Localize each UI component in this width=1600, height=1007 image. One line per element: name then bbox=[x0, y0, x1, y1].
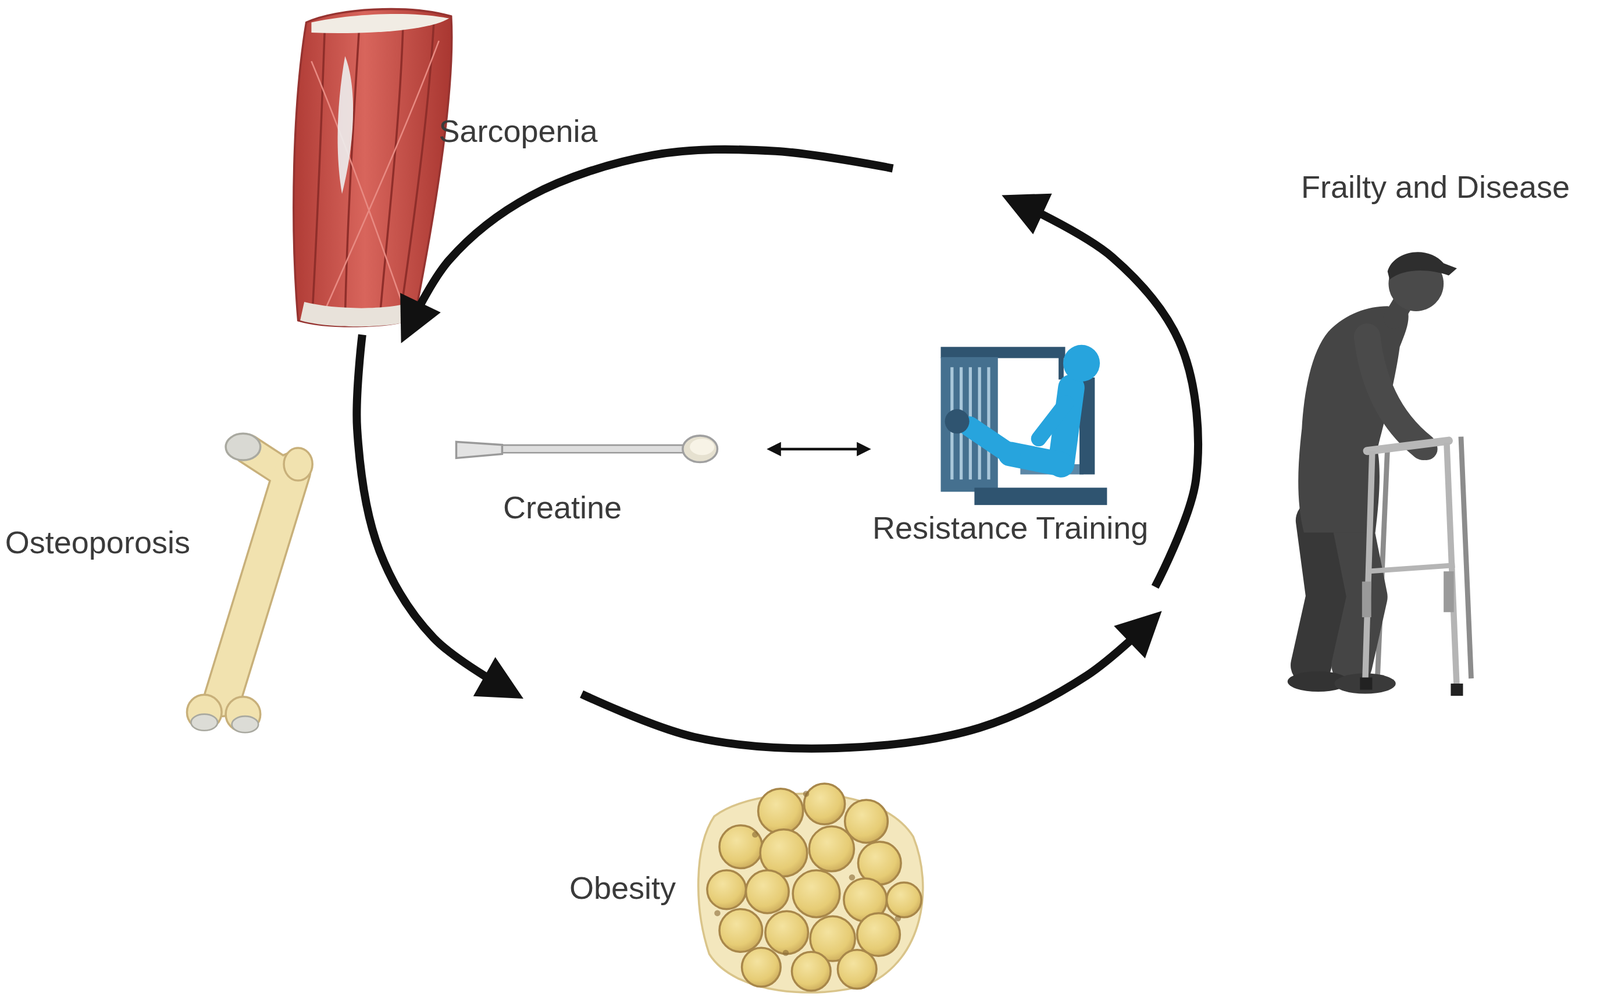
creatine-spatula-illustration-part bbox=[689, 438, 715, 455]
elderly-walker-illustration-part bbox=[1367, 565, 1456, 572]
node-text-group: Obesity bbox=[569, 871, 676, 905]
condition-node: Osteoporosis bbox=[0, 428, 327, 735]
cycle-arrow bbox=[405, 149, 1199, 587]
fat-cells-illustration-part-part bbox=[746, 870, 790, 914]
leg-extension-machine-icon-part bbox=[974, 487, 1107, 505]
fat-cells-illustration bbox=[698, 783, 924, 993]
node-label: Creatine bbox=[503, 490, 622, 525]
cycle-arrow bbox=[581, 617, 1156, 748]
elderly-walker-illustration-part bbox=[1365, 450, 1373, 686]
fat-cells-illustration-part-part bbox=[707, 870, 747, 910]
connector-group bbox=[766, 442, 871, 457]
femur-bone-illustration-part bbox=[222, 471, 292, 698]
fat-cells-illustration-part-part bbox=[714, 909, 721, 917]
fat-cells-illustration-part-part bbox=[886, 882, 922, 918]
fat-cells-illustration-part-part bbox=[719, 909, 763, 953]
node-label: Resistance Training bbox=[872, 511, 1149, 545]
fat-cells-illustration-part bbox=[698, 793, 924, 993]
condition-node: Frailty and Disease bbox=[1155, 163, 1600, 705]
thigh-muscle-illustration-part bbox=[326, 40, 440, 306]
leg-extension-machine-icon-part bbox=[1058, 357, 1064, 380]
node-label: Obesity bbox=[569, 871, 676, 905]
femur-bone-illustration-part bbox=[225, 433, 261, 461]
femur-bone-illustration-part bbox=[232, 715, 259, 733]
femur-bone-illustration-part bbox=[283, 447, 313, 481]
fat-cells-illustration-part-part bbox=[782, 949, 790, 957]
node-text-group: Frailty and Disease bbox=[1301, 170, 1570, 204]
fat-cells-illustration-part-part bbox=[837, 949, 877, 989]
arrowhead bbox=[856, 442, 872, 457]
elderly-walker-illustration-part bbox=[1367, 336, 1424, 447]
fat-cells-illustration-part-part bbox=[804, 783, 846, 825]
thigh-muscle-illustration-part bbox=[293, 9, 452, 327]
arrowhead bbox=[400, 293, 441, 344]
leg-extension-machine-icon-part bbox=[941, 346, 1066, 358]
elderly-walker-illustration-part bbox=[1367, 440, 1449, 452]
elderly-walker-illustration-part bbox=[1362, 581, 1372, 618]
fat-cells-illustration-part-part bbox=[803, 790, 810, 797]
arrowhead bbox=[1113, 610, 1162, 658]
node-label: Sarcopenia bbox=[438, 114, 598, 148]
creatine-spatula-illustration-part bbox=[494, 444, 690, 454]
fat-cells-illustration-part-part bbox=[758, 788, 804, 834]
intervention-node: Resistance Training bbox=[867, 341, 1153, 557]
thigh-muscle-illustration-part bbox=[312, 30, 325, 312]
thigh-muscle-illustration-part bbox=[311, 13, 450, 34]
leg-extension-machine-icon-part bbox=[969, 426, 1011, 454]
creatine-spatula-illustration-part bbox=[682, 435, 718, 463]
femur-bone-illustration-part bbox=[190, 714, 218, 731]
double-arrow bbox=[770, 447, 868, 451]
fat-cells-illustration-part-part bbox=[791, 951, 831, 991]
elderly-walker-illustration-part bbox=[1443, 571, 1455, 612]
femur-bone-illustration bbox=[186, 433, 313, 733]
node-text-group: Sarcopenia bbox=[438, 114, 598, 148]
femur-bone-illustration-part bbox=[222, 471, 292, 698]
fat-cells-illustration-part-part bbox=[719, 825, 763, 869]
fat-cells-illustration-part bbox=[707, 783, 922, 991]
connector-group bbox=[400, 149, 1199, 587]
leg-extension-machine-icon-part bbox=[1063, 344, 1100, 382]
creatine-spatula-illustration-part bbox=[455, 441, 502, 458]
connector-group bbox=[356, 334, 524, 698]
arrowhead bbox=[766, 442, 782, 457]
leg-extension-machine-icon-part bbox=[1038, 403, 1067, 439]
node-text-group: Osteoporosis bbox=[5, 525, 191, 559]
fat-cells-illustration-part-part bbox=[792, 870, 840, 918]
node-text-group: Resistance Training bbox=[872, 511, 1149, 545]
condition-node: Obesity bbox=[510, 693, 929, 996]
thigh-muscle-illustration-part bbox=[300, 301, 413, 327]
leg-extension-machine-icon bbox=[941, 344, 1108, 505]
arrowhead bbox=[473, 656, 524, 698]
fat-cells-illustration-part-part bbox=[809, 826, 854, 872]
fat-cells-illustration-part bbox=[714, 790, 901, 956]
thigh-muscle-illustration-part bbox=[311, 61, 404, 306]
elderly-walker-illustration-part bbox=[1387, 251, 1457, 280]
elderly-walker-illustration-part bbox=[1450, 683, 1463, 696]
node-label: Osteoporosis bbox=[5, 525, 191, 559]
fat-cells-illustration-part-part bbox=[752, 831, 759, 838]
fat-cells-illustration-part-part bbox=[895, 914, 902, 922]
fat-cells-illustration-part-part bbox=[849, 874, 856, 881]
elderly-walker-illustration-part bbox=[1310, 519, 1327, 665]
arrowhead bbox=[1001, 193, 1052, 235]
node-label: Frailty and Disease bbox=[1301, 170, 1570, 204]
elderly-walker-illustration-part bbox=[1359, 677, 1373, 690]
node-text-group: Creatine bbox=[503, 490, 622, 525]
thigh-muscle-illustration bbox=[293, 9, 452, 327]
elderly-walker-illustration bbox=[1287, 251, 1472, 696]
thigh-muscle-illustration-part bbox=[337, 55, 354, 194]
leg-extension-machine-icon-part bbox=[945, 408, 970, 434]
connector-group bbox=[581, 610, 1163, 748]
intervention-node: Creatine bbox=[449, 423, 771, 536]
fat-cells-illustration-part-part bbox=[765, 910, 809, 954]
condition-node: Sarcopenia bbox=[290, 0, 613, 335]
fat-cells-illustration-part-part bbox=[742, 947, 782, 987]
creatine-spatula-illustration-part bbox=[494, 445, 690, 452]
fat-cells-illustration-part-part bbox=[857, 913, 901, 957]
elderly-walker-illustration-part bbox=[1460, 436, 1472, 679]
cycle-arrow bbox=[356, 334, 516, 694]
creatine-spatula-illustration bbox=[455, 435, 718, 463]
